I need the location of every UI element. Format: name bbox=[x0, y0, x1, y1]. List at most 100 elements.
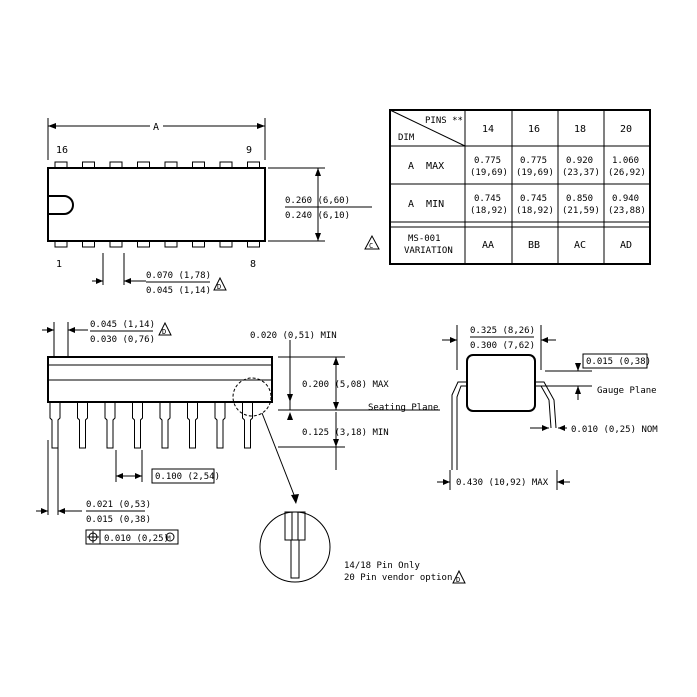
tolerance-frame bbox=[85, 529, 179, 545]
pin-count-14: 14 bbox=[482, 124, 494, 135]
tolerance-modifier: M bbox=[167, 535, 171, 542]
pin-9-label: 9 bbox=[246, 145, 252, 156]
cell: 0.745 bbox=[474, 194, 501, 204]
note-d-triangle bbox=[452, 569, 466, 584]
lead-thickness-label: 0.010 (0,25) NOM bbox=[571, 425, 658, 435]
pin-stub bbox=[219, 161, 233, 168]
cell: 0.745 bbox=[520, 194, 547, 204]
side-lead bbox=[132, 402, 143, 449]
cell: 0.775 bbox=[520, 156, 547, 166]
top-width-min: 0.240 (6,10) bbox=[285, 211, 350, 221]
detail-circle bbox=[259, 511, 331, 583]
variation-label-1: MS-001 bbox=[408, 234, 441, 244]
note-c-triangle bbox=[364, 234, 380, 250]
pin-count-18: 18 bbox=[574, 124, 586, 135]
pin-stub bbox=[137, 161, 150, 168]
table-header-dim: DIM bbox=[398, 133, 415, 143]
note-d-label: D bbox=[217, 283, 221, 291]
lead-width-min: 0.015 (0,38) bbox=[86, 515, 151, 525]
lead-length-label: 0.125 (3,18) MIN bbox=[302, 428, 389, 438]
package-body-end bbox=[466, 354, 536, 412]
dimension-table: PINS ** DIM 14 16 18 20 A MAX 0.775 (19,… bbox=[364, 109, 651, 265]
detail-note-2: 20 Pin vendor option bbox=[344, 573, 452, 583]
top-pitch-min: 0.045 (1,14) bbox=[146, 286, 211, 296]
note-c-label: C bbox=[369, 242, 373, 250]
top-pin-row-upper bbox=[54, 161, 260, 168]
dim-a-label: A bbox=[153, 122, 159, 133]
pin1-notch bbox=[48, 195, 74, 215]
side-lead bbox=[104, 402, 116, 449]
standoff-label: 0.020 (0,51) MIN bbox=[250, 331, 337, 341]
pin-stub bbox=[164, 161, 178, 168]
cell: (18,92) bbox=[470, 206, 508, 216]
lead-width-max: 0.021 (0,53) bbox=[86, 500, 151, 510]
side-lead bbox=[159, 402, 171, 449]
pin-stub bbox=[82, 161, 95, 168]
pin-stub bbox=[54, 241, 68, 248]
side-lead bbox=[187, 402, 198, 449]
row-a-min-label: A MIN bbox=[408, 199, 444, 210]
cell: 0.850 bbox=[566, 194, 593, 204]
variation-18: AC bbox=[574, 240, 586, 251]
pin-stub bbox=[54, 161, 68, 168]
cell: (23,37) bbox=[562, 168, 600, 178]
note-d-triangle bbox=[213, 276, 227, 291]
pin-1-label: 1 bbox=[56, 259, 62, 270]
spread-max-label: 0.430 (10,92) MAX bbox=[456, 478, 549, 488]
cell: 0.775 bbox=[474, 156, 501, 166]
pin-stub bbox=[247, 241, 260, 248]
top-width-max: 0.260 (6,60) bbox=[285, 196, 350, 206]
cell: (23,88) bbox=[608, 206, 646, 216]
pin-16-label: 16 bbox=[56, 145, 68, 156]
tolerance-label: 0.010 (0,25) bbox=[104, 534, 169, 544]
note-d-label: D bbox=[456, 576, 460, 584]
pin-stub bbox=[109, 161, 123, 168]
side-lead bbox=[49, 402, 61, 449]
cell: 0.920 bbox=[566, 156, 593, 166]
pin-count-20: 20 bbox=[620, 124, 632, 135]
row-a-max-label: A MAX bbox=[408, 161, 444, 172]
shoulder-max: 0.045 (1,14) bbox=[90, 320, 155, 330]
seating-plane-label: Seating Plane bbox=[368, 403, 438, 413]
end-view: 0.325 (8,26) 0.300 (7,62) 0.015 (0,38) G… bbox=[437, 325, 658, 490]
side-lead bbox=[77, 402, 88, 449]
row-spacing-max: 0.325 (8,26) bbox=[470, 326, 535, 336]
cell: (21,59) bbox=[562, 206, 600, 216]
pitch-label: 0.100 (2,54) bbox=[155, 472, 220, 482]
top-pitch-max: 0.070 (1,78) bbox=[146, 271, 211, 281]
variation-20: AD bbox=[620, 240, 632, 251]
cell: (26,92) bbox=[608, 168, 646, 178]
cell: 1.060 bbox=[612, 156, 639, 166]
shoulder-min: 0.030 (0,76) bbox=[90, 335, 155, 345]
side-lead-row bbox=[49, 402, 253, 449]
cell: (18,92) bbox=[516, 206, 554, 216]
pin-stub bbox=[219, 241, 233, 248]
cell: (19,69) bbox=[470, 168, 508, 178]
detail-note-1: 14/18 Pin Only bbox=[344, 561, 420, 571]
pin-stub bbox=[109, 241, 123, 248]
pin-stub bbox=[82, 241, 95, 248]
gauge-dim-label: 0.015 (0,38) bbox=[586, 357, 651, 367]
pin-stub bbox=[137, 241, 150, 248]
pin-stub bbox=[192, 161, 205, 168]
row-spacing-min: 0.300 (7,62) bbox=[470, 341, 535, 351]
note-d-label: D bbox=[162, 328, 166, 336]
package-body-top bbox=[47, 167, 266, 242]
pin-count-16: 16 bbox=[528, 124, 540, 135]
pin-stub bbox=[192, 241, 205, 248]
pin-8-label: 8 bbox=[250, 259, 256, 270]
pin-stub bbox=[247, 161, 260, 168]
cell: (19,69) bbox=[516, 168, 554, 178]
gauge-plane-label: Gauge Plane bbox=[597, 386, 657, 396]
top-view: A 16 9 1 8 0.260 (6,60) 0.240 (6,10) 0.0… bbox=[47, 118, 372, 296]
table-header-pins: PINS ** bbox=[425, 116, 463, 126]
variation-14: AA bbox=[482, 240, 494, 251]
note-d-triangle bbox=[158, 321, 172, 336]
side-view: 0.045 (1,14) 0.030 (0,76) D 0.020 (0,51)… bbox=[36, 320, 466, 584]
cell: 0.940 bbox=[612, 194, 639, 204]
side-lead bbox=[214, 402, 226, 449]
height-max-label: 0.200 (5,08) MAX bbox=[302, 380, 389, 390]
side-lead bbox=[242, 402, 253, 449]
top-pin-row-lower bbox=[54, 241, 260, 248]
